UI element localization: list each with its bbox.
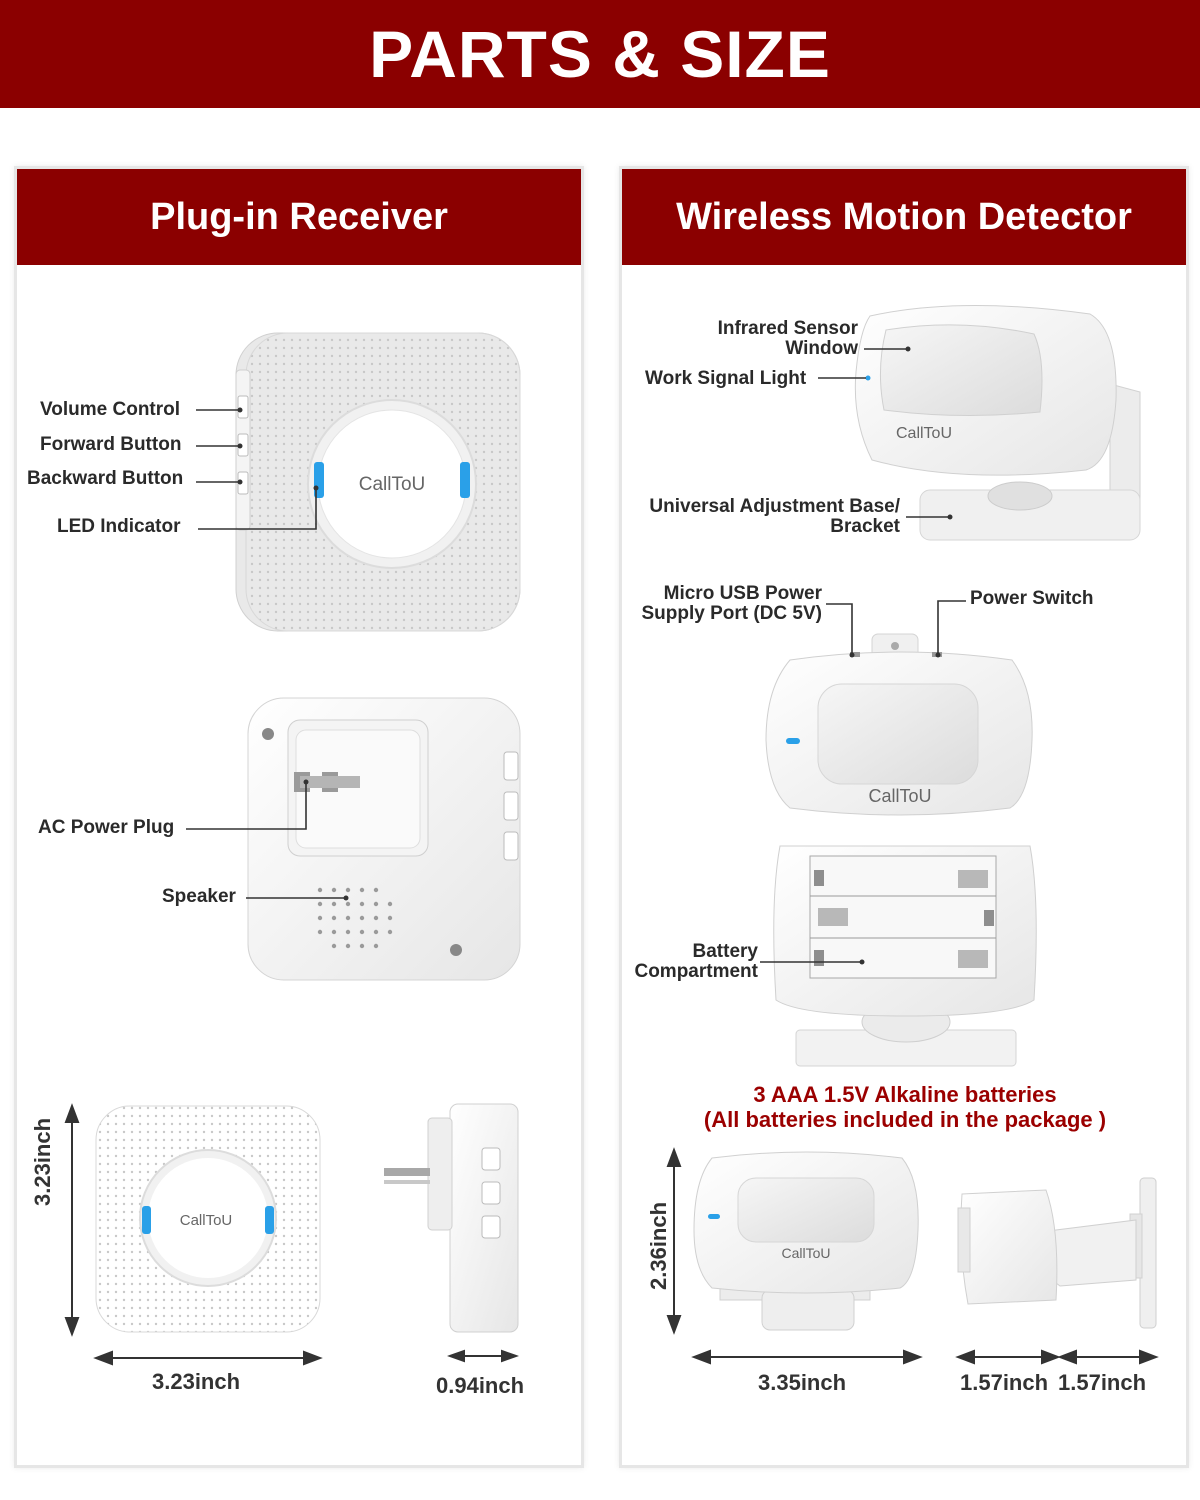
label-adjustment-base: Universal Adjustment Base/ Bracket xyxy=(649,496,900,537)
receiver-width-label: 3.23inch xyxy=(152,1369,241,1394)
receiver-panel-title: Plug-in Receiver xyxy=(150,195,448,238)
label-ac-power-plug: AC Power Plug xyxy=(38,817,175,838)
receiver-panel-header: Plug-in Receiver xyxy=(17,169,581,265)
label-battery-compartment: Battery Compartment xyxy=(634,941,758,982)
detector-angled-image xyxy=(854,304,1141,541)
receiver-back-image xyxy=(247,697,521,981)
detector-angled-leaders xyxy=(818,348,950,518)
receiver-front-leaders xyxy=(196,409,317,530)
detector-height-label: 2.36inch xyxy=(646,1201,671,1290)
detector-size-side-image xyxy=(957,1177,1157,1329)
receiver-size-front-image xyxy=(95,1105,321,1333)
detector-dimension-arrows xyxy=(666,1147,1159,1365)
receiver-dimension-arrows xyxy=(64,1103,519,1366)
detector-front-leaders xyxy=(826,600,966,655)
label-forward-button: Forward Button xyxy=(40,434,182,455)
battery-compartment-image xyxy=(773,845,1037,1067)
label-infrared-sensor: Infrared Sensor Window xyxy=(717,318,858,359)
label-micro-usb-port: Micro USB Power Supply Port (DC 5V) xyxy=(641,583,822,624)
detector-depth-a-label: 1.57inch xyxy=(960,1370,1049,1395)
label-backward-button: Backward Button xyxy=(27,468,184,489)
receiver-size-side-image xyxy=(384,1103,519,1333)
receiver-front-leader-dots xyxy=(237,407,319,491)
top-banner: PARTS & SIZE xyxy=(0,0,1200,108)
detector-depth-b-label: 1.57inch xyxy=(1058,1370,1147,1395)
detector-front-brand: CallToU xyxy=(868,786,931,806)
receiver-front-image xyxy=(235,332,521,632)
receiver-depth-label: 0.94inch xyxy=(436,1373,525,1398)
detector-width-label: 3.35inch xyxy=(758,1370,847,1395)
detector-panel-header: Wireless Motion Detector xyxy=(622,169,1186,265)
receiver-front-brand: CallToU xyxy=(359,474,426,495)
detector-size-brand: CallToU xyxy=(781,1245,830,1261)
page-title: PARTS & SIZE xyxy=(369,17,831,91)
receiver-height-label: 3.23inch xyxy=(30,1117,55,1206)
label-work-signal-light: Work Signal Light xyxy=(645,368,807,389)
label-speaker: Speaker xyxy=(162,886,236,907)
label-power-switch: Power Switch xyxy=(970,588,1094,609)
label-led-indicator: LED Indicator xyxy=(57,516,181,537)
detector-panel-title: Wireless Motion Detector xyxy=(676,195,1132,238)
detector-size-front-image xyxy=(693,1151,919,1331)
detector-front-image xyxy=(765,633,1033,816)
receiver-back-leaders xyxy=(186,782,346,899)
battery-note: 3 AAA 1.5V Alkaline batteries (All batte… xyxy=(703,1082,1107,1132)
label-volume-control: Volume Control xyxy=(40,399,181,420)
detector-angled-brand: CallToU xyxy=(896,425,952,442)
receiver-size-brand: CallToU xyxy=(180,1212,233,1229)
